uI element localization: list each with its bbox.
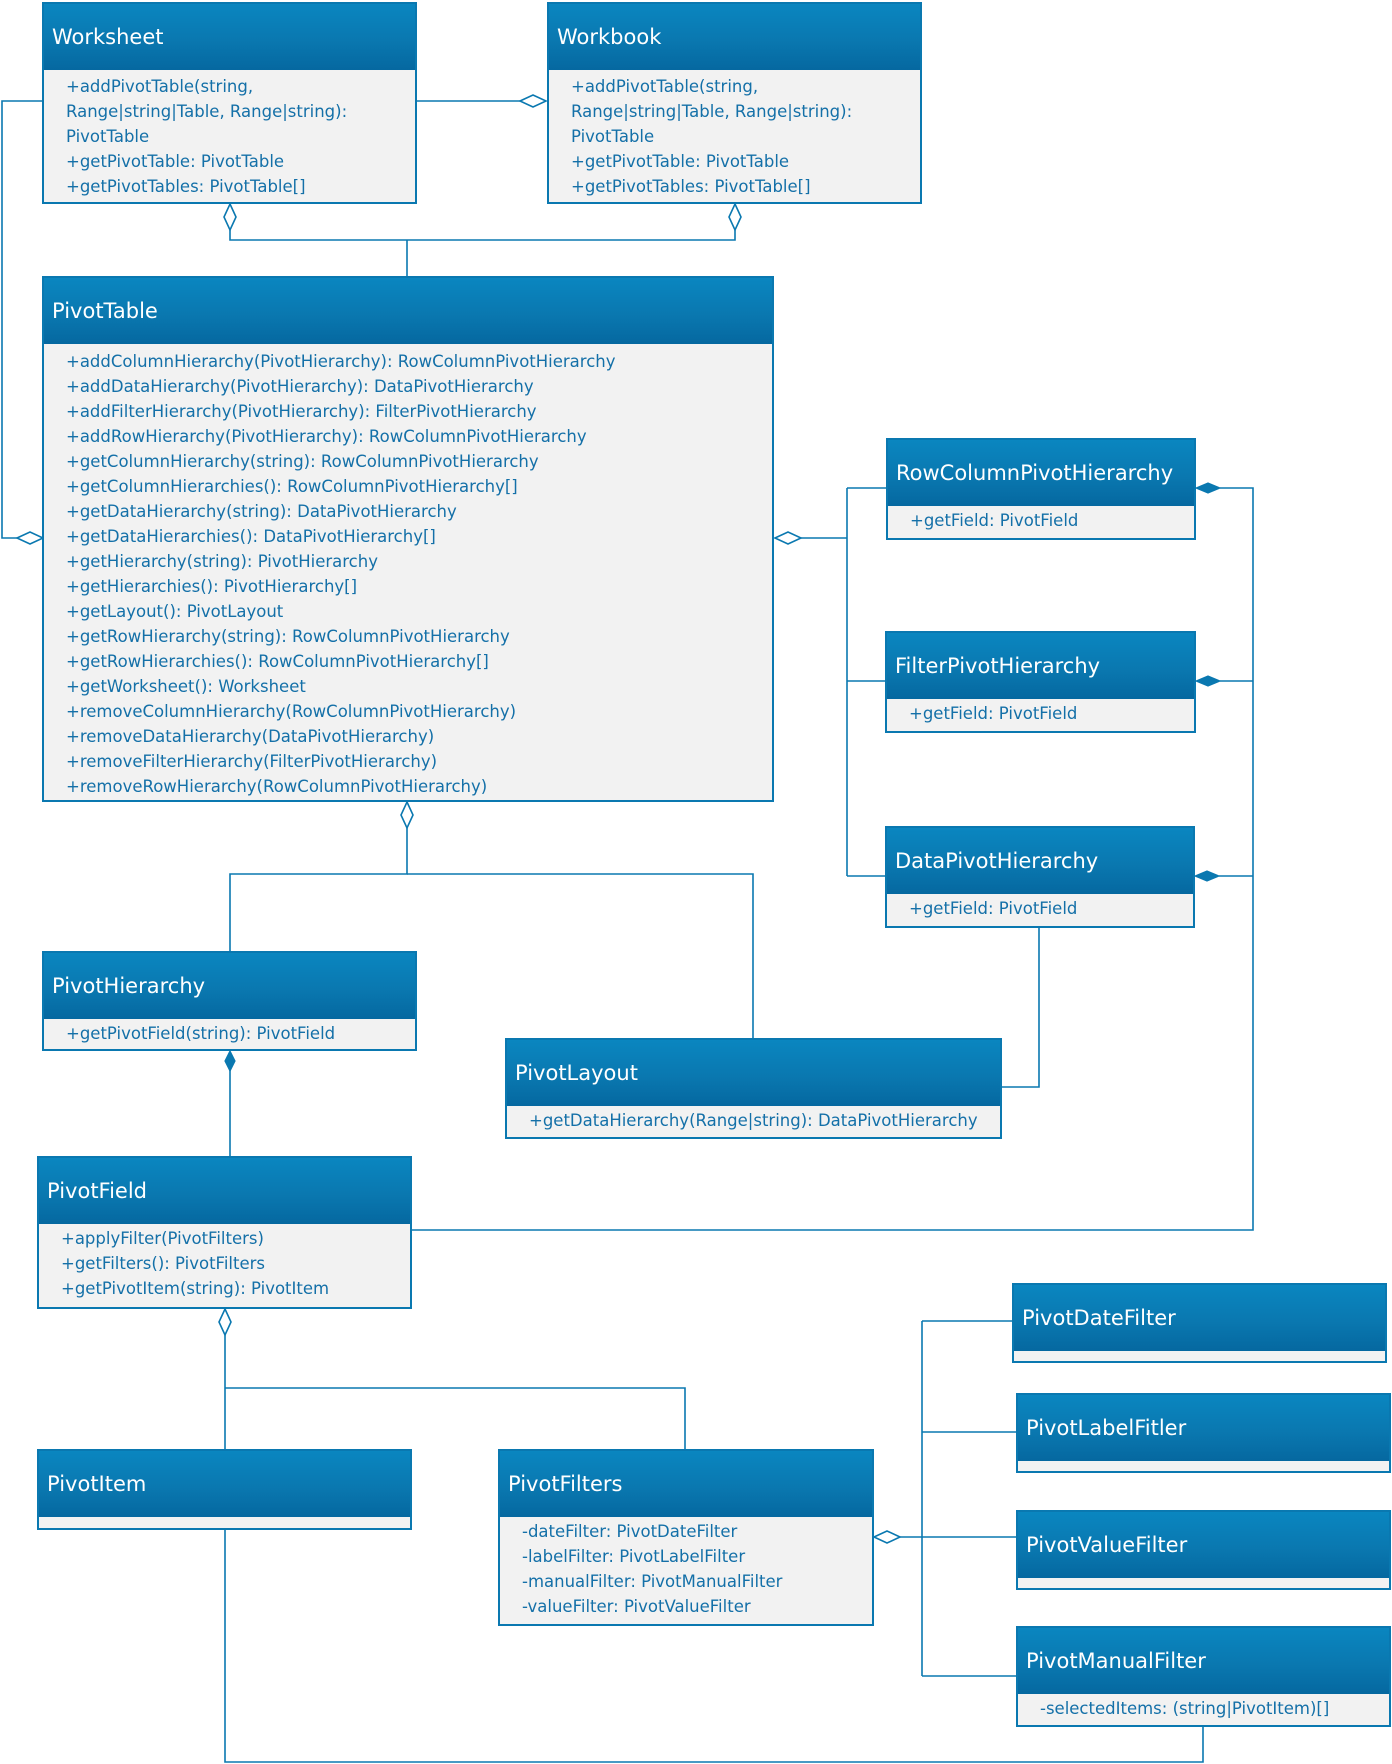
class-title: PivotLabelFitler — [1018, 1395, 1389, 1461]
class-title: PivotManualFilter — [1018, 1628, 1389, 1694]
diamond-worksheet-bottom — [223, 202, 237, 232]
class-member: -labelFilter: PivotLabelFilter — [522, 1547, 746, 1566]
diamond-pivottable-right — [773, 531, 803, 545]
class-member: +getField: PivotField — [909, 899, 1078, 918]
class-member: -valueFilter: PivotValueFilter — [522, 1597, 751, 1616]
class-pivotmanualfilter: PivotManualFilter -selectedItems: (strin… — [1016, 1626, 1391, 1727]
connector-pivotitem-manualfilter — [224, 1530, 1204, 1763]
class-member: +addPivotTable(string, — [571, 77, 759, 96]
diamond-pivottable-bottom — [400, 800, 414, 830]
class-worksheet: Worksheet +addPivotTable(string, Range|s… — [42, 2, 417, 204]
class-title: PivotLayout — [507, 1040, 1000, 1106]
class-member: +getPivotTable: PivotTable — [66, 152, 285, 171]
class-member: +getColumnHierarchies(): RowColumnPivotH… — [66, 477, 518, 496]
class-member: +getLayout(): PivotLayout — [66, 602, 284, 621]
class-member: PivotTable — [66, 127, 150, 146]
class-filterpivothierarchy: FilterPivotHierarchy +getField: PivotFie… — [885, 631, 1196, 733]
class-member: -manualFilter: PivotManualFilter — [522, 1572, 783, 1591]
class-pivotlayout: PivotLayout +getDataHierarchy(Range|stri… — [505, 1038, 1002, 1139]
class-member: +getDataHierarchy(Range|string): DataPiv… — [529, 1111, 978, 1130]
class-member: +addRowHierarchy(PivotHierarchy): RowCol… — [66, 427, 587, 446]
class-member: +getDataHierarchies(): DataPivotHierarch… — [66, 527, 436, 546]
class-member: +getFilters(): PivotFilters — [61, 1254, 266, 1273]
class-member: +getRowHierarchies(): RowColumnPivotHier… — [66, 652, 489, 671]
filled-diamond-datahier — [1193, 870, 1221, 882]
class-title: PivotFilters — [500, 1451, 872, 1517]
class-member: +addColumnHierarchy(PivotHierarchy): Row… — [66, 352, 616, 371]
class-member: -dateFilter: PivotDateFilter — [522, 1522, 738, 1541]
diamond-pivotfield-bottom — [218, 1307, 232, 1337]
class-pivotfield: PivotField +applyFilter(PivotFilters) +g… — [37, 1156, 412, 1309]
class-title: PivotItem — [39, 1451, 410, 1517]
class-member: +getPivotItem(string): PivotItem — [61, 1279, 330, 1298]
class-member: Range|string|Table, Range|string): — [66, 102, 348, 121]
class-member: +removeColumnHierarchy(RowColumnPivotHie… — [66, 702, 517, 721]
class-title: DataPivotHierarchy — [887, 828, 1193, 894]
class-datapivothierarchy: DataPivotHierarchy +getField: PivotField — [885, 826, 1195, 928]
connector-left-loop — [1, 100, 42, 539]
class-member: +getWorksheet(): Worksheet — [66, 677, 306, 696]
class-member: +getHierarchies(): PivotHierarchy[] — [66, 577, 358, 596]
filled-diamond-pivothier — [224, 1049, 236, 1073]
filled-diamond-filterhier — [1194, 675, 1222, 687]
class-member: +getField: PivotField — [909, 704, 1078, 723]
class-pivotvaluefilter: PivotValueFilter — [1016, 1510, 1391, 1590]
connector-datahier-pivotlayout — [1002, 928, 1040, 1088]
class-title: PivotField — [39, 1158, 410, 1224]
diamond-workbook-left — [518, 94, 548, 108]
class-member: +addPivotTable(string, — [66, 77, 254, 96]
class-member: +addFilterHierarchy(PivotHierarchy): Fil… — [66, 402, 537, 421]
class-title: PivotHierarchy — [44, 953, 415, 1019]
filled-diamond-rowcolumn — [1194, 482, 1222, 494]
class-member: +getDataHierarchy(string): DataPivotHier… — [66, 502, 457, 521]
class-pivotdatefilter: PivotDateFilter — [1012, 1283, 1387, 1363]
class-member: -selectedItems: (string|PivotItem)[] — [1040, 1699, 1330, 1718]
class-member: +getPivotTable: PivotTable — [571, 152, 790, 171]
class-title: PivotDateFilter — [1014, 1285, 1385, 1351]
class-rowcolumnpivothierarchy: RowColumnPivotHierarchy +getField: Pivot… — [886, 438, 1196, 540]
class-pivottable: PivotTable +addColumnHierarchy(PivotHier… — [42, 276, 774, 802]
class-member: +getPivotTables: PivotTable[] — [66, 177, 306, 196]
class-title: PivotValueFilter — [1018, 1512, 1389, 1578]
class-pivotfilters: PivotFilters -dateFilter: PivotDateFilte… — [498, 1449, 874, 1626]
connector-pivottable-bottom — [229, 828, 408, 951]
class-title: FilterPivotHierarchy — [887, 633, 1194, 699]
connector-to-pivotfilters — [225, 1387, 686, 1449]
class-member: +removeRowHierarchy(RowColumnPivotHierar… — [66, 777, 488, 796]
class-title: PivotTable — [44, 278, 772, 344]
connector-hier-right-bus — [412, 487, 1254, 1231]
class-title: RowColumnPivotHierarchy — [888, 440, 1194, 506]
class-member: +getRowHierarchy(string): RowColumnPivot… — [66, 627, 510, 646]
diamond-pivotfilters-right — [872, 1530, 902, 1544]
class-title: Worksheet — [44, 4, 415, 70]
diamond-pivottable-left — [15, 531, 45, 545]
class-member: Range|string|Table, Range|string): — [571, 102, 853, 121]
class-pivotitem: PivotItem — [37, 1449, 412, 1530]
class-member: +getColumnHierarchy(string): RowColumnPi… — [66, 452, 539, 471]
class-member: +getHierarchy(string): PivotHierarchy — [66, 552, 378, 571]
class-member: +getPivotTables: PivotTable[] — [571, 177, 811, 196]
class-pivotlabelfitler: PivotLabelFitler — [1016, 1393, 1391, 1473]
diamond-workbook-bottom — [728, 202, 742, 232]
class-member: +removeDataHierarchy(DataPivotHierarchy) — [66, 727, 435, 746]
class-member: +getPivotField(string): PivotField — [66, 1024, 336, 1043]
class-member: PivotTable — [571, 127, 655, 146]
class-member: +getField: PivotField — [910, 511, 1079, 530]
class-pivothierarchy: PivotHierarchy +getPivotField(string): P… — [42, 951, 417, 1051]
class-member: +applyFilter(PivotFilters) — [61, 1229, 264, 1248]
connector-to-pivotlayout — [407, 873, 754, 1038]
class-member: +removeFilterHierarchy(FilterPivotHierar… — [66, 752, 438, 771]
class-member: +addDataHierarchy(PivotHierarchy): DataP… — [66, 377, 534, 396]
class-title: Workbook — [549, 4, 920, 70]
class-workbook: Workbook +addPivotTable(string, Range|st… — [547, 2, 922, 204]
connector-worksheet-pivottable — [229, 230, 736, 241]
